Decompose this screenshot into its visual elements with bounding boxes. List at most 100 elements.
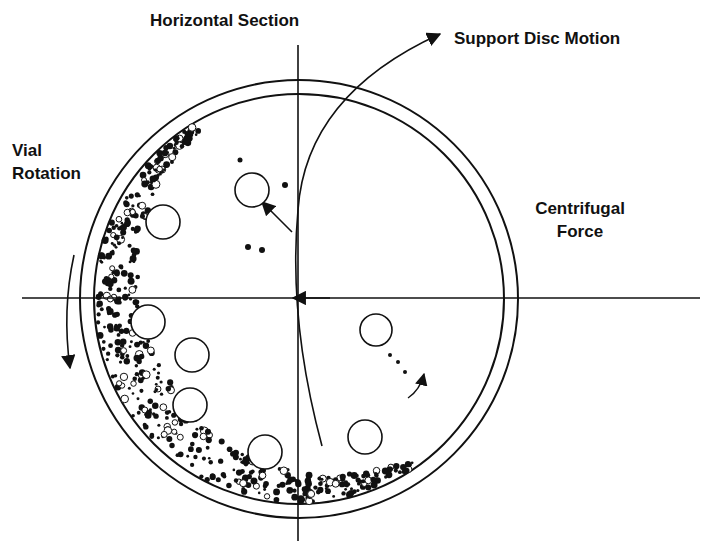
particle: [148, 398, 153, 403]
particle: [125, 220, 131, 226]
particle: [137, 359, 142, 364]
particle: [132, 392, 135, 395]
particle: [190, 442, 195, 447]
particle: [317, 487, 323, 493]
particle: [141, 376, 145, 380]
particle: [151, 177, 157, 183]
particle: [165, 410, 170, 415]
particle: [116, 387, 119, 390]
particle: [116, 216, 122, 222]
particle: [143, 424, 148, 429]
particle: [120, 373, 127, 380]
particle: [117, 381, 122, 386]
particle: [124, 287, 127, 290]
particle: [133, 299, 138, 304]
particle: [115, 353, 119, 357]
particle: [356, 477, 361, 482]
particle: [124, 358, 130, 364]
particle: [148, 164, 153, 169]
vial-inner-wall: [94, 94, 504, 504]
particle: [222, 474, 226, 478]
particle: [193, 455, 197, 459]
grinding-ball: [248, 435, 282, 469]
particle: [226, 483, 231, 488]
particle: [131, 227, 135, 231]
particle: [251, 469, 255, 473]
particle: [97, 300, 103, 306]
particle: [352, 489, 357, 494]
particle: [128, 387, 131, 390]
particle: [151, 192, 155, 196]
particle: [152, 412, 156, 416]
particle: [291, 494, 298, 501]
particle: [244, 462, 249, 467]
particle: [230, 451, 236, 457]
particle: [139, 202, 146, 209]
particle: [216, 477, 221, 482]
particle: [106, 228, 112, 234]
particle: [361, 474, 366, 479]
particle: [346, 482, 350, 486]
particle: [128, 294, 131, 297]
vial-rotation-arrow: [67, 255, 74, 368]
particle: [388, 353, 392, 357]
particle: [202, 457, 206, 461]
particle: [129, 194, 134, 199]
particle: [121, 348, 127, 354]
particle: [371, 482, 378, 489]
particle: [108, 343, 113, 348]
particle: [199, 426, 204, 431]
particle: [128, 244, 132, 248]
particle: [355, 474, 359, 478]
particle: [365, 484, 371, 490]
particle: [115, 312, 120, 317]
powder-particles: [96, 124, 414, 505]
particle: [112, 225, 116, 229]
particle: [394, 468, 398, 472]
particle: [99, 303, 102, 306]
particle: [280, 467, 288, 475]
particle: [185, 136, 191, 142]
particle: [161, 431, 167, 437]
particle: [245, 244, 251, 250]
particle: [173, 136, 178, 141]
particle: [219, 439, 225, 445]
particle: [167, 379, 173, 385]
particle: [228, 484, 231, 487]
particle: [173, 147, 176, 150]
particle: [241, 487, 245, 491]
particle: [332, 495, 335, 498]
particle: [374, 472, 378, 476]
particle: [326, 489, 331, 494]
support-disc-arrow: [296, 34, 440, 446]
particle: [157, 363, 161, 367]
particle: [172, 420, 178, 426]
particle: [124, 201, 130, 207]
particle: [100, 307, 104, 311]
grinding-ball: [173, 388, 207, 422]
particle: [273, 488, 280, 495]
particle: [170, 160, 174, 164]
particle: [156, 376, 160, 380]
particle: [274, 497, 280, 503]
particle: [344, 488, 347, 491]
particle: [106, 358, 109, 361]
particle: [172, 429, 177, 434]
particle: [155, 388, 158, 391]
particle: [234, 478, 238, 482]
particle: [313, 485, 317, 489]
particle: [263, 488, 266, 491]
particle: [131, 204, 134, 207]
particle: [130, 209, 135, 214]
particle: [116, 288, 121, 293]
particle: [317, 477, 321, 481]
particle: [263, 481, 269, 487]
particle: [137, 411, 141, 415]
particle: [160, 404, 167, 411]
grinding-balls: [131, 158, 407, 470]
particle: [411, 461, 414, 464]
particle: [162, 150, 168, 156]
particle: [121, 270, 128, 277]
particle: [240, 461, 243, 464]
